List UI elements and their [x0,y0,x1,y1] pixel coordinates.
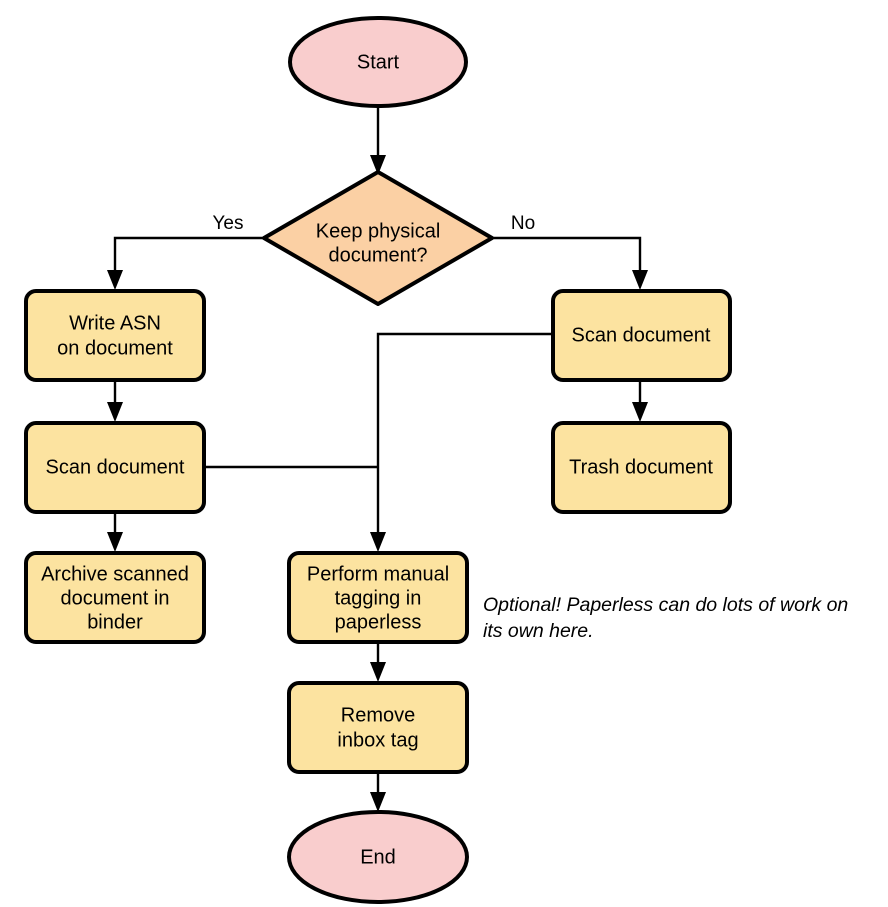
node-scan-document-right-label: Scan document [572,324,711,346]
edge-tagging-to-remove-tag [370,643,386,682]
node-remove-tag-label-line1: Remove [341,704,415,726]
node-archive-label-line3: binder [87,611,143,633]
start-ellipse[interactable] [288,16,468,108]
optional-note-line2: its own here. [483,620,594,642]
node-end-label: End [360,846,396,868]
edge-start-to-decision [370,104,386,175]
node-decision-label-line2: document? [329,244,428,266]
scan-document-left-box[interactable] [24,421,206,514]
arrow-head-icon [107,402,123,422]
node-write-asn-label-line1: Write ASN [69,312,161,334]
scan-document-right-box[interactable] [551,289,732,382]
tagging-box[interactable] [287,551,469,644]
edge-line [490,236,642,277]
node-tagging-label-line3: paperless [335,611,422,633]
node-decision-label-line1: Keep physical [316,220,441,242]
node-end[interactable]: End [287,810,469,904]
node-archive-scanned-document[interactable]: Archive scanned document in binder [24,551,206,644]
node-scan-document-right[interactable]: Scan document [551,289,732,382]
edge-decision-no-to-scan-right: No [490,213,648,290]
edge-label-no: No [511,213,535,234]
edge-decision-yes-to-write-asn: Yes [107,213,266,290]
arrow-head-icon [107,270,123,290]
node-remove-tag-label-line2: inbox tag [337,729,418,751]
edge-remove-tag-to-end [370,772,386,812]
arrow-head-icon [632,402,648,422]
node-write-asn[interactable]: Write ASN on document [24,289,206,382]
optional-note-line1: Optional! Paperless can do lots of work … [483,594,848,616]
node-archive-label-line2: document in [61,587,170,609]
edge-write-asn-to-scan-left [107,380,123,422]
node-scan-document-left[interactable]: Scan document [24,421,206,514]
node-decision-keep-physical-document[interactable]: Keep physical document? [262,170,494,306]
edge-label-yes: Yes [213,213,244,234]
edge-scan-right-to-trash [632,380,648,422]
node-archive-label-line1: Archive scanned [41,563,189,585]
arrow-head-icon [370,662,386,682]
arrow-head-icon [370,532,386,552]
edge-line [113,236,266,277]
node-write-asn-label-line2: on document [57,337,173,359]
node-tagging-label-line1: Perform manual [307,563,449,585]
decision-diamond[interactable] [262,170,494,306]
node-start-label: Start [357,51,400,73]
node-trash-document-label: Trash document [569,456,713,478]
remove-inbox-tag-box[interactable] [287,681,469,774]
node-remove-inbox-tag[interactable]: Remove inbox tag [287,681,469,774]
archive-box[interactable] [24,551,206,644]
node-start[interactable]: Start [288,16,468,108]
node-perform-manual-tagging[interactable]: Perform manual tagging in paperless [287,551,469,644]
arrow-head-icon [107,532,123,552]
end-ellipse[interactable] [287,810,469,904]
edge-line [376,332,552,539]
node-scan-document-left-label: Scan document [46,456,185,478]
trash-document-box[interactable] [551,421,732,514]
edge-scan-left-to-archive [107,512,123,552]
arrow-head-icon [370,155,386,175]
node-trash-document[interactable]: Trash document [551,421,732,514]
arrow-head-icon [632,270,648,290]
write-asn-box[interactable] [24,289,206,382]
arrow-head-icon [370,792,386,812]
annotation-optional-note: Optional! Paperless can do lots of work … [483,594,848,642]
edge-scan-right-to-tagging [370,332,552,552]
node-tagging-label-line2: tagging in [335,587,422,609]
